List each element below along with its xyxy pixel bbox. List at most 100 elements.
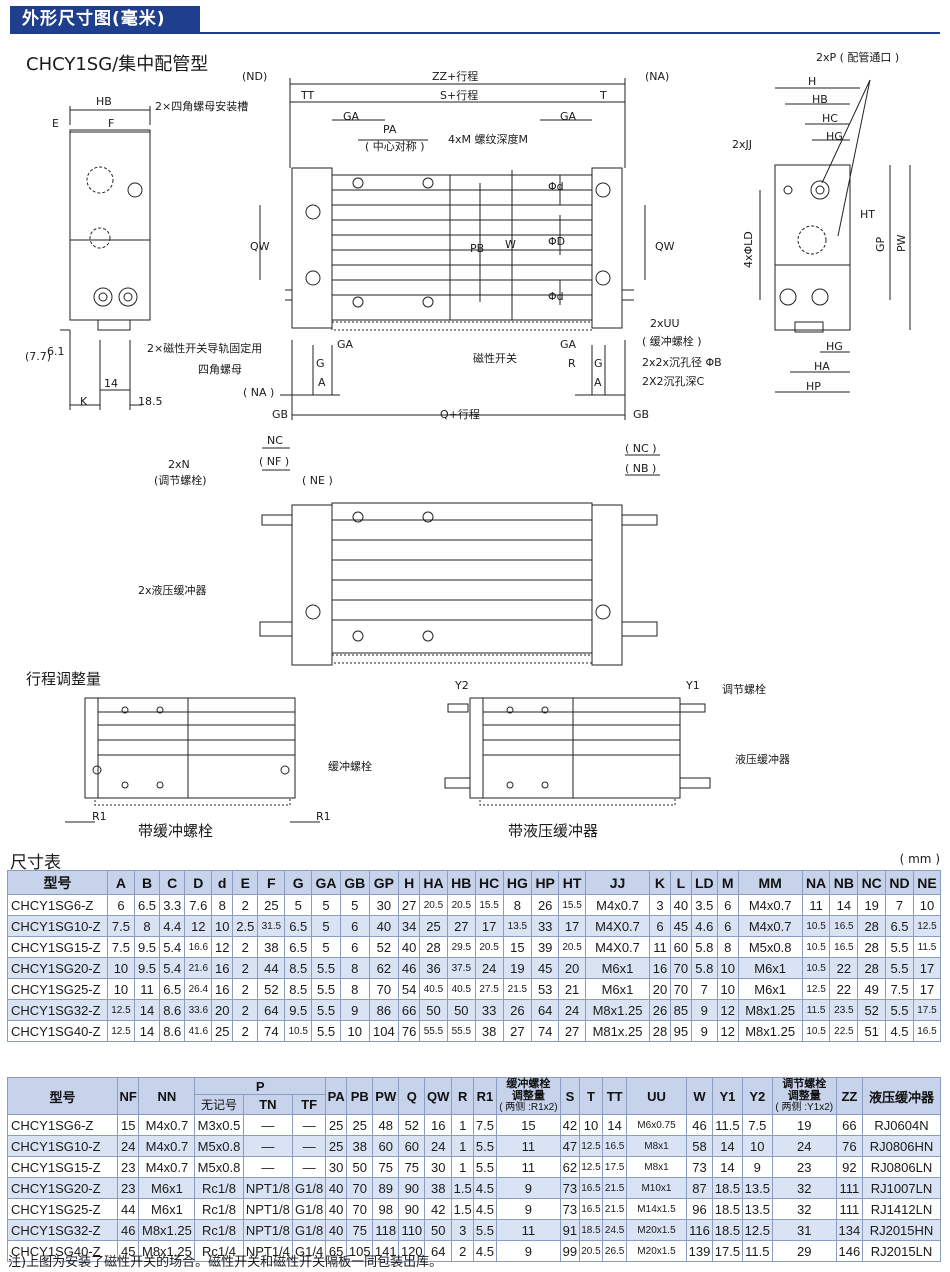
table-cell: NPT1/8 — [242, 1219, 294, 1241]
label-zz: ZZ+行程 — [432, 70, 478, 83]
table-cell: M4x0.7 — [737, 915, 803, 937]
t2-header-qw: QW — [424, 1077, 453, 1115]
table-cell: 111 — [835, 1198, 864, 1220]
banner-underline — [10, 32, 940, 34]
table-cell: 17 — [474, 915, 504, 937]
t1-header-cell: NB — [829, 870, 859, 895]
table-cell: 27 — [502, 1020, 533, 1042]
table-cell: 53 — [531, 978, 560, 1000]
table-cell: 6 — [339, 915, 370, 937]
table-cell: 29.5 — [446, 936, 476, 958]
table-cell: 5.5 — [311, 999, 341, 1021]
label-hg: HG — [826, 130, 843, 143]
table-cell: Rc1/8 — [194, 1219, 244, 1241]
t2-header-cushion: 缓冲螺栓 调整量 ( 两侧 :R1x2) — [495, 1077, 562, 1115]
table-cell: 23.5 — [829, 999, 859, 1021]
table-cell: M6x1 — [585, 957, 650, 979]
table-cell: 12 — [211, 936, 234, 958]
table-cell: 40.5 — [446, 978, 476, 1000]
table-cell: G1/4 — [292, 1240, 327, 1262]
t2-header-pb: PB — [346, 1077, 374, 1115]
table-cell: 55.5 — [446, 1020, 476, 1042]
table-cell: 99 — [560, 1240, 580, 1262]
table-cell: 110 — [398, 1219, 426, 1241]
table-cell: 14 — [133, 1020, 161, 1042]
t2-header-pa: PA — [325, 1077, 348, 1115]
table-cell: M4x0.7 — [737, 894, 803, 916]
table-cell: 40 — [325, 1219, 348, 1241]
table-cell: 45 — [531, 957, 560, 979]
label-77: (7.7) — [25, 350, 51, 363]
table-cell: 16.6 — [184, 936, 213, 958]
t1-header-cell: NC — [857, 870, 887, 895]
t2-header-uu: UU — [625, 1077, 687, 1115]
label-w: W — [505, 238, 516, 251]
table-cell: 75 — [372, 1156, 400, 1178]
table-cell: 22 — [829, 957, 859, 979]
table-cell: 21 — [558, 978, 586, 1000]
caption-hydraulic-buffer: 带液压缓冲器 — [508, 822, 599, 840]
label-hc: HC — [822, 112, 838, 125]
label-ga-3: GA — [337, 338, 354, 351]
table-cell: 26 — [649, 999, 671, 1021]
model-cell: CHCY1SG25-Z — [7, 1198, 118, 1220]
table-cell: 27.5 — [474, 978, 504, 1000]
table-cell: 8.6 — [159, 1020, 186, 1042]
table-cell: 8 — [339, 957, 370, 979]
table-cell: 40 — [325, 1177, 348, 1199]
table-cell: 12.5 — [578, 1135, 604, 1157]
table-cell: 89 — [372, 1177, 400, 1199]
table-cell: 6 — [649, 915, 671, 937]
label-gb: GB — [272, 408, 288, 421]
table-cell: — — [292, 1156, 327, 1178]
t1-header-cell: M — [716, 870, 739, 895]
model-cell: CHCY1SG32-Z — [7, 999, 108, 1021]
table-cell: 42 — [424, 1198, 453, 1220]
table-cell: 5 — [311, 936, 341, 958]
table-cell: 18.5 — [712, 1177, 743, 1199]
table-cell: 7.5 — [107, 936, 135, 958]
table-cell: 51 — [857, 1020, 887, 1042]
table-cell: 19 — [857, 894, 887, 916]
table-cell: 7.5 — [885, 978, 914, 1000]
table-cell: 5 — [284, 894, 313, 916]
table-cell: 50 — [424, 1219, 453, 1241]
table-cell: 24 — [771, 1135, 837, 1157]
label-h: H — [808, 75, 816, 88]
dimension-table-title: 尺寸表 — [10, 853, 61, 873]
table-cell: 14 — [712, 1135, 743, 1157]
label-y1: Y1 — [685, 679, 700, 692]
t2-header-p-none: 无记号 — [194, 1094, 244, 1115]
table-cell: 16 — [211, 957, 234, 979]
table-cell: 23 — [116, 1177, 140, 1199]
table-cell: 38 — [346, 1135, 374, 1157]
table-cell: 47 — [560, 1135, 580, 1157]
t2-header-tt: TT — [602, 1077, 627, 1115]
table-cell: 46 — [116, 1219, 140, 1241]
table-cell: 12 — [716, 1020, 739, 1042]
table-cell: 16.5 — [912, 1020, 942, 1042]
t1-header-cell: JJ — [585, 870, 650, 895]
table-cell: 7 — [690, 978, 718, 1000]
t2-header-t: T — [578, 1077, 604, 1115]
t2-header-w: W — [685, 1077, 714, 1115]
table-cell: 41.6 — [184, 1020, 213, 1042]
table-cell: 9 — [690, 1020, 718, 1042]
table-cell: 27 — [558, 1020, 586, 1042]
table-cell: 5.8 — [690, 936, 718, 958]
table-cell: 12.5 — [741, 1219, 773, 1241]
table-cell: 27 — [398, 894, 421, 916]
table-cell: 3 — [451, 1219, 475, 1241]
table-cell: 17 — [558, 915, 586, 937]
table-cell: 16.5 — [602, 1135, 627, 1157]
table-cell: 32 — [771, 1177, 837, 1199]
model-cell: CHCY1SG10-Z — [7, 1135, 118, 1157]
table-cell: 91 — [560, 1219, 580, 1241]
table-cell: 104 — [368, 1020, 400, 1042]
label-n: 2xN — [168, 458, 190, 471]
table-cell: 3.5 — [690, 894, 718, 916]
table-cell: 10 — [716, 978, 739, 1000]
table-cell: 10 — [107, 957, 135, 979]
table-cell: 24 — [474, 957, 504, 979]
